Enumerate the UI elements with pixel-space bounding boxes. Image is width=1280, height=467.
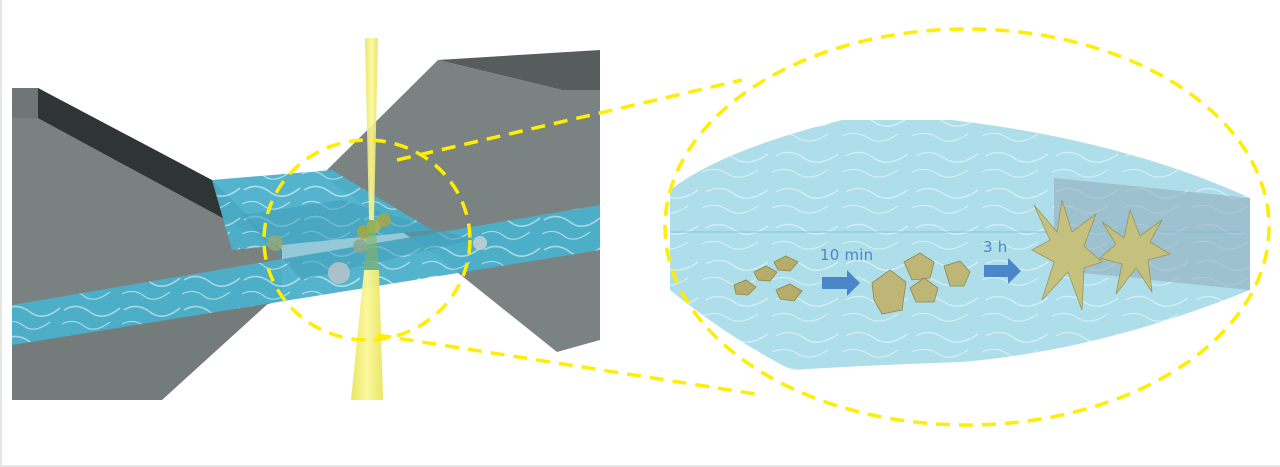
particle	[473, 236, 487, 250]
right-panel	[663, 27, 1271, 427]
laser-beam-bottom	[351, 270, 383, 400]
laser-beam-mid	[364, 220, 379, 270]
crystals-10min	[871, 252, 971, 315]
time-label-3h: 3 h	[983, 238, 1008, 256]
laser-beam-top	[365, 38, 378, 220]
particle	[267, 235, 283, 251]
particle	[328, 262, 350, 284]
arrow-icon	[984, 258, 1021, 284]
crystals-initial	[733, 255, 803, 302]
particle	[377, 213, 391, 227]
arrow-icon	[822, 270, 860, 296]
right-block-front	[322, 60, 600, 352]
right-block-top	[438, 50, 600, 90]
magnified-view-outline	[663, 27, 1271, 427]
time-label-10min: 10 min	[820, 246, 874, 264]
crystals-3h	[1031, 199, 1172, 311]
particle	[353, 239, 367, 253]
connector-line-top	[396, 78, 743, 162]
connector-line-bottom	[376, 333, 763, 397]
droplet	[670, 120, 1250, 370]
left-panel	[12, 38, 600, 400]
highlight-circle	[262, 138, 472, 342]
